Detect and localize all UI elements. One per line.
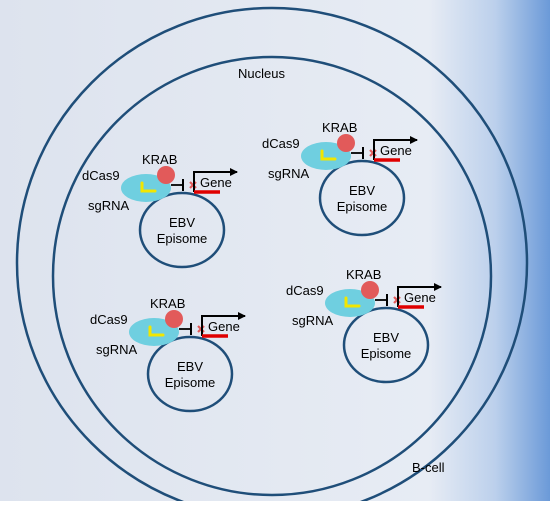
transcription-arrow (373, 136, 418, 160)
krab-domain (165, 310, 183, 328)
dcas9-label: dCas9 (90, 312, 128, 327)
dcas9-label: dCas9 (82, 168, 120, 183)
bcell-membrane (15, 6, 529, 506)
dcas9-protein (121, 174, 171, 202)
transcription-arrow (397, 283, 442, 307)
sgrna-label: sgRNA (96, 342, 138, 357)
krab-domain (157, 166, 175, 184)
ebv-episome (138, 191, 226, 269)
episome-label-line2: Episome (157, 231, 208, 246)
dcas9-label: dCas9 (286, 283, 324, 298)
episome-label-line1: EBV (169, 215, 195, 230)
sgrna-strand (320, 149, 337, 161)
sgrna-strand (344, 296, 361, 308)
dcas9-label: dCas9 (262, 136, 300, 151)
sgrna-label: sgRNA (292, 313, 334, 328)
gene-label: Gene (404, 290, 436, 305)
episome-label-line2: Episome (165, 375, 216, 390)
nucleus-membrane (51, 55, 493, 497)
krab-label: KRAB (322, 120, 357, 135)
dcas9-protein (325, 289, 375, 317)
transcription-arrow (193, 168, 238, 192)
dcas9-protein (301, 142, 351, 170)
krab-label: KRAB (150, 296, 185, 311)
krab-label: KRAB (142, 152, 177, 167)
gene-label: Gene (208, 319, 240, 334)
gene-label: Gene (380, 143, 412, 158)
sgrna-label: sgRNA (268, 166, 310, 181)
krab-domain (361, 281, 379, 299)
sgrna-strand (148, 325, 165, 337)
transcription-arrow (201, 312, 246, 336)
ebv-episome (342, 306, 430, 384)
episome-label-line1: EBV (373, 330, 399, 345)
ebv-episome (318, 159, 406, 237)
ebv-episome (146, 335, 234, 413)
episome-label-line2: Episome (337, 199, 388, 214)
krab-domain (337, 134, 355, 152)
krab-label: KRAB (346, 267, 381, 282)
episome-label-line1: EBV (349, 183, 375, 198)
episome-label-line2: Episome (361, 346, 412, 361)
sgrna-strand (140, 181, 157, 193)
nucleus-label: Nucleus (238, 66, 285, 81)
sgrna-label: sgRNA (88, 198, 130, 213)
dcas9-protein (129, 318, 179, 346)
bcell-label: B-cell (412, 460, 445, 475)
gene-label: Gene (200, 175, 232, 190)
crispri-complexes: EBVEpisomeGeneKRABdCas9sgRNAEBVEpisomeGe… (82, 120, 442, 413)
episome-label-line1: EBV (177, 359, 203, 374)
